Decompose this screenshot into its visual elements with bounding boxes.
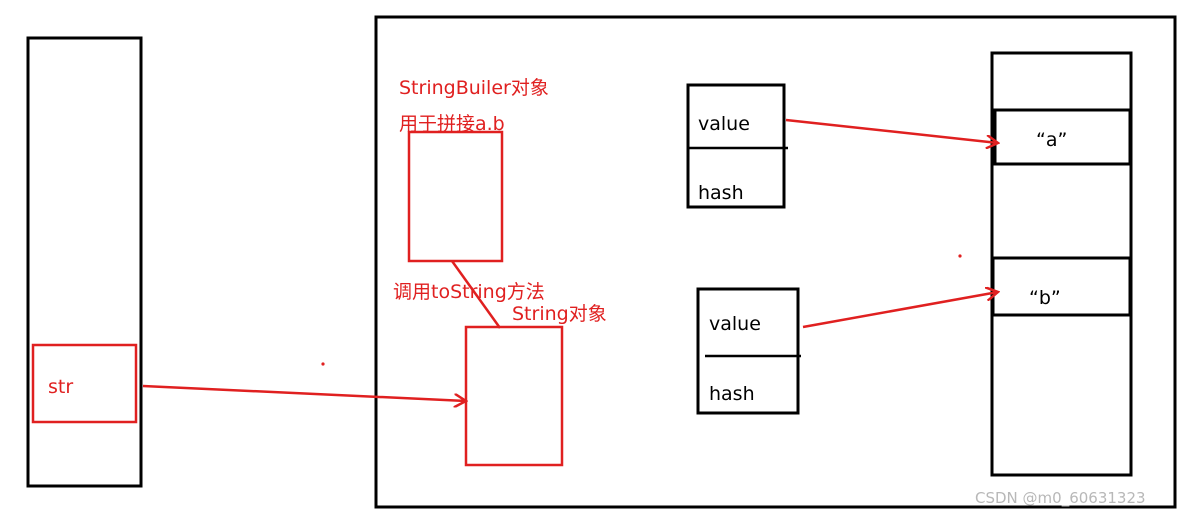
obj1-hash-label: hash — [698, 182, 744, 204]
str-variable-box — [31, 343, 138, 424]
stringbuilder-title-label: StringBuiler对象 — [399, 77, 549, 99]
string-object-box — [464, 325, 564, 467]
stringbuilder-desc-label: 用于拼接a.b — [399, 113, 505, 135]
constant-b-label: “b” — [1029, 287, 1061, 309]
constant-b-box — [991, 256, 1132, 317]
obj2-hash-label: hash — [709, 383, 755, 405]
arrow-str-to-string-object — [142, 384, 466, 401]
stack-frame-box — [26, 36, 143, 488]
str-variable-label: str — [48, 376, 74, 398]
string-obj1-box — [686, 83, 786, 209]
call-tostring-label: 调用toString方法 — [393, 281, 545, 303]
stray-dot — [321, 362, 325, 366]
stringbuilder-object-box — [407, 130, 504, 263]
string-obj2-box — [696, 287, 800, 415]
tostring-connector-line — [450, 260, 502, 329]
arrow-value1-to-a — [785, 118, 998, 143]
arrow-value2-to-b — [802, 292, 998, 329]
constant-a-label: “a” — [1036, 129, 1068, 151]
obj1-value-label: value — [698, 113, 750, 135]
watermark: CSDN @m0_60631323 — [975, 489, 1146, 507]
obj2-value-label: value — [709, 313, 761, 335]
constant-pool-box — [990, 51, 1133, 477]
string-object-label: String对象 — [512, 303, 607, 325]
stray-dot — [958, 254, 962, 258]
heap-area-box — [374, 15, 1177, 509]
